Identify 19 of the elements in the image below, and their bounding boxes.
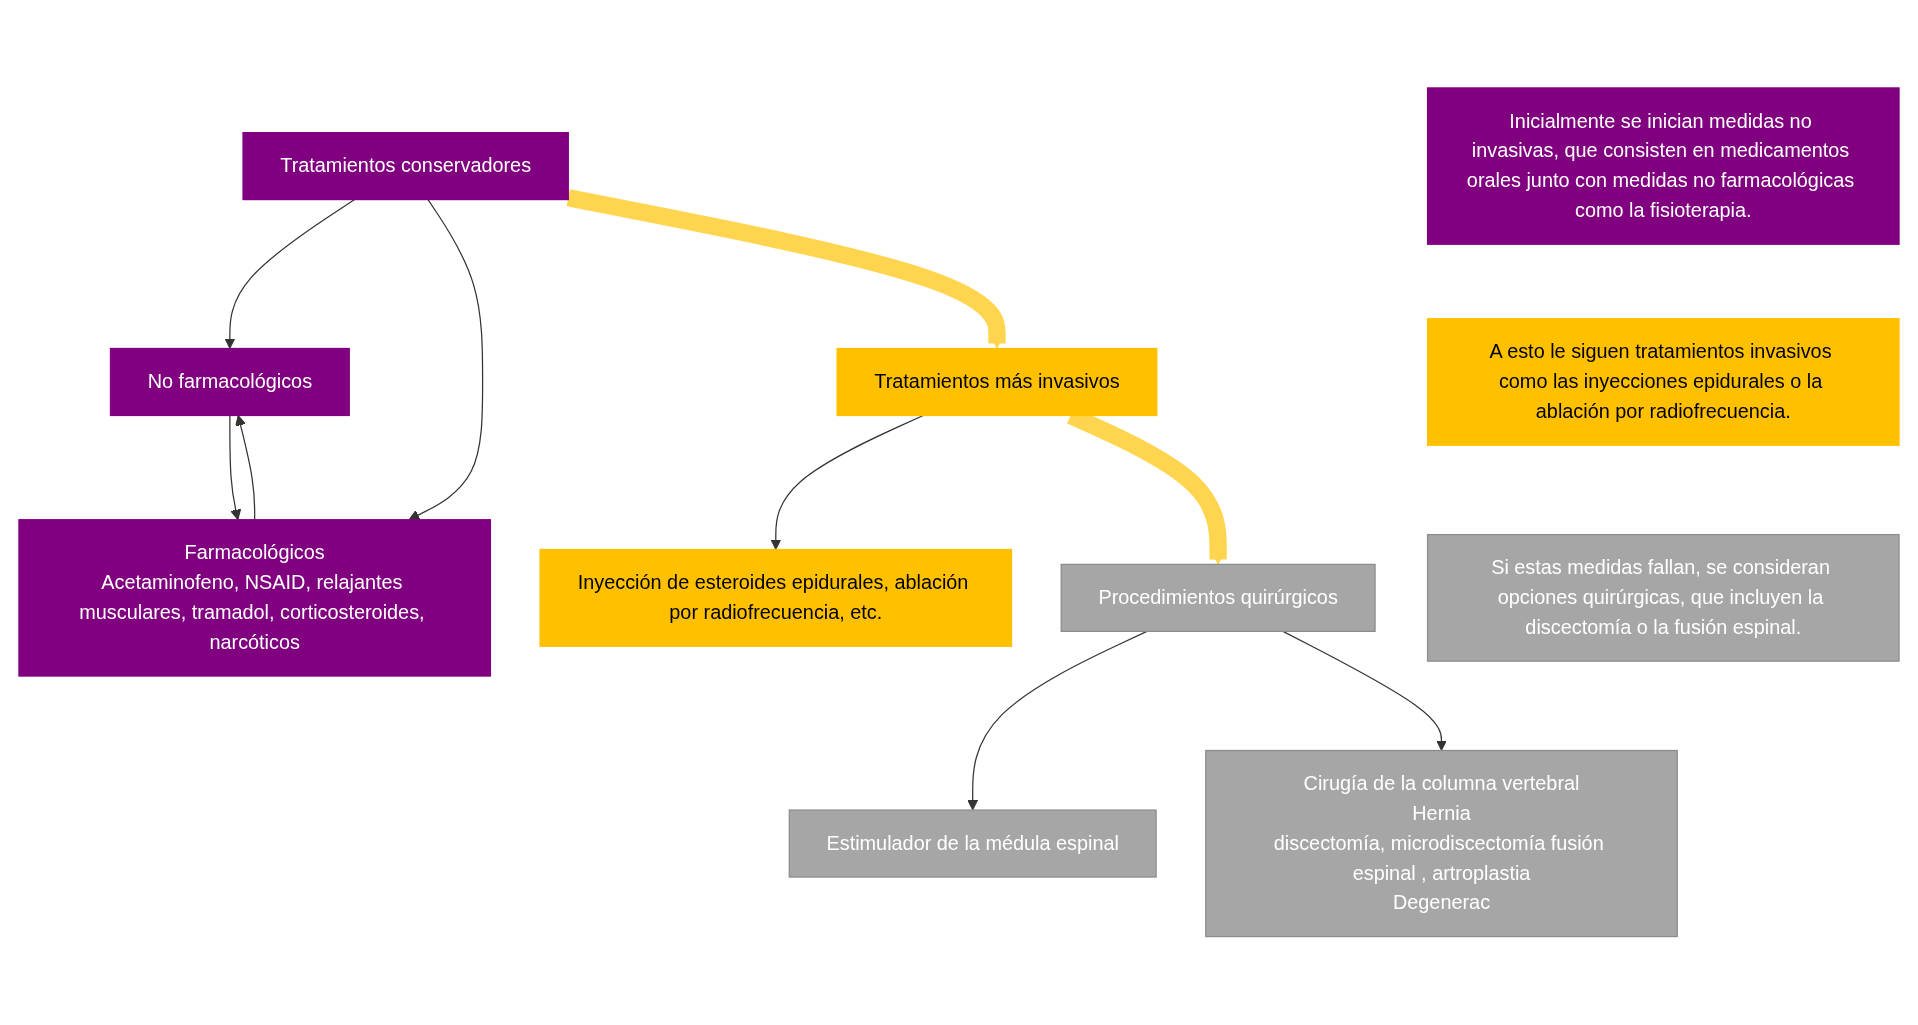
arrow [235,415,256,521]
node-box: Tratamientos conservadores [242,132,569,201]
arrow [566,189,1006,350]
node-box: Cirugía de la columna vertebral Hernia discectomía, microdiscectomía fusión espinal , artroplastia Degenerac [1205,750,1678,938]
node-box: Inyección de esteroides epidurales, ablación por radiofrecuencia, etc. [539,549,1013,648]
node-box: Tratamientos más invasivos [836,348,1158,417]
node-box: Si estas medidas fallan, se consideran opciones quirúrgicas, que incluyen la discectomía o la fusión espinal. [1426,534,1900,662]
node-box: Farmacológicos Acetaminofeno, NSAID, relajantes musculares, tramadol, corticosteroides, narcóticos [18,519,492,677]
arrow [224,199,356,350]
node-box: A esto le siguen tratamientos invasivos como las inyecciones epidurales o la ablación por radiofrecuencia. [1426,318,1900,447]
arrow [770,415,924,551]
node-box: Estimulador de la médula espinal [788,809,1157,878]
arrow [408,199,484,521]
arrow [1282,631,1447,752]
node-box: Inicialmente se inician medidas no invasivas, que consisten en medicamentos orales junto con medidas no farmacológicas como la fisioterapia. [1426,87,1900,246]
node-box: Procedimientos quirúrgicos [1060,564,1376,633]
node-box: No farmacológicos [109,348,350,417]
arrow [229,415,242,521]
arrow [967,631,1148,811]
